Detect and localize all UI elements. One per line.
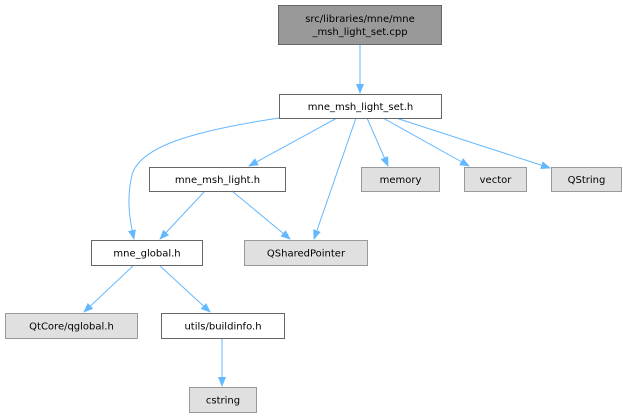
node-vector: vector bbox=[464, 167, 527, 192]
node-label: mne_global.h bbox=[113, 249, 180, 260]
node-box bbox=[189, 387, 257, 413]
node-buildinfo[interactable]: utils/buildinfo.h bbox=[161, 313, 285, 339]
node-light-h[interactable]: mne_msh_light.h bbox=[149, 167, 286, 192]
edge-set_h-to-vector bbox=[382, 117, 470, 167]
edge-light_h-to-global_h bbox=[159, 190, 206, 240]
edge-light_h-to-qsharedpointer bbox=[231, 190, 291, 240]
node-label: QSharedPointer bbox=[267, 249, 346, 260]
node-box bbox=[279, 94, 442, 119]
node-label: mne_msh_light.h bbox=[175, 175, 260, 186]
node-label: QtCore/qglobal.h bbox=[29, 322, 114, 333]
node-box bbox=[464, 167, 527, 192]
node-label: QString bbox=[568, 175, 606, 186]
node-cstring: cstring bbox=[189, 387, 257, 413]
node-qglobal: QtCore/qglobal.h bbox=[5, 313, 138, 339]
edge-set_h-to-light_h bbox=[248, 117, 338, 167]
node-label: src/libraries/mne/mne bbox=[305, 14, 415, 25]
node-box bbox=[244, 240, 368, 266]
node-label: utils/buildinfo.h bbox=[184, 322, 261, 333]
node-box bbox=[551, 167, 622, 192]
edge-global_h-to-buildinfo bbox=[158, 264, 211, 313]
node-label: vector bbox=[480, 175, 513, 186]
node-box bbox=[5, 313, 138, 339]
node-memory: memory bbox=[361, 167, 440, 192]
edge-global_h-to-qglobal bbox=[83, 264, 135, 313]
node-set-h[interactable]: mne_msh_light_set.h bbox=[279, 94, 442, 119]
node-label: _msh_light_set.cpp bbox=[311, 27, 407, 38]
edge-set_h-to-memory bbox=[366, 117, 389, 167]
node-box bbox=[278, 5, 442, 45]
edge-set_h-to-global_h bbox=[128, 117, 280, 240]
node-qstring: QString bbox=[551, 167, 622, 192]
node-label: memory bbox=[380, 175, 422, 186]
node-label: cstring bbox=[206, 396, 240, 407]
edge-set_h-to-qstring bbox=[395, 117, 551, 170]
node-label: mne_msh_light_set.h bbox=[308, 102, 413, 113]
node-box bbox=[149, 167, 286, 192]
node-qsharedpointer: QSharedPointer bbox=[244, 240, 368, 266]
node-global-h[interactable]: mne_global.h bbox=[91, 240, 203, 266]
node-box bbox=[361, 167, 440, 192]
node-box bbox=[91, 240, 203, 266]
node-box bbox=[161, 313, 285, 339]
edge-set_h-to-qsharedpointer bbox=[313, 117, 357, 240]
node-root: src/libraries/mne/mne _msh_light_set.cpp bbox=[278, 5, 442, 45]
